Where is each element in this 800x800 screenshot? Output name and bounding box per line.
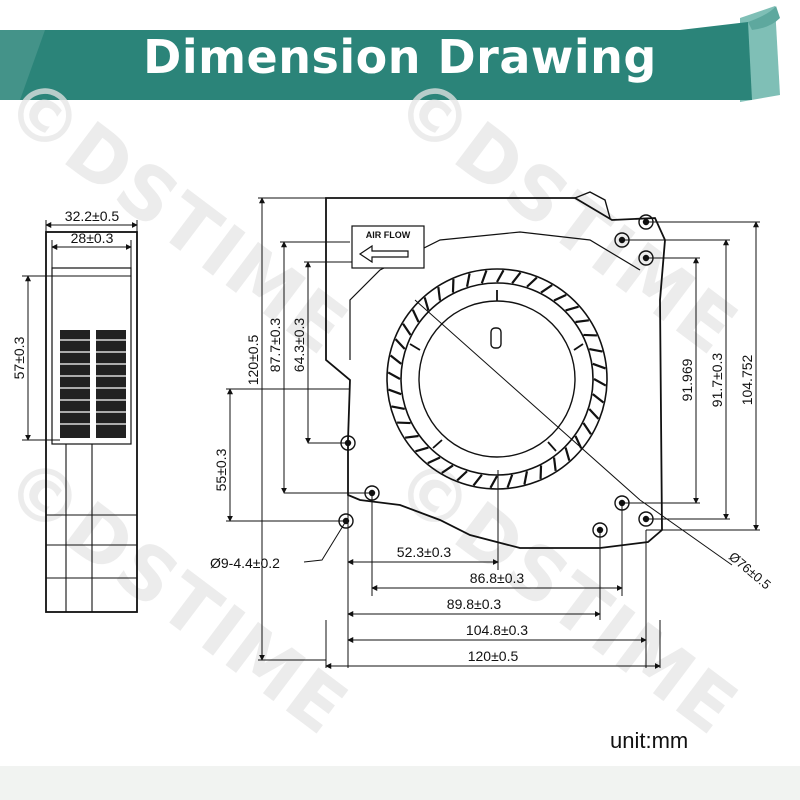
impeller-blade (511, 271, 522, 284)
dim-right-104752: 104.752 (739, 354, 755, 405)
impeller-blade (589, 347, 603, 353)
impeller-blade (415, 446, 429, 453)
dim-width-523: 52.3±0.3 (397, 544, 452, 560)
impeller-blade (480, 270, 488, 284)
dim-body-width: 28±0.3 (71, 230, 114, 246)
impeller-blade (553, 293, 567, 302)
title-banner: Dimension Drawing (0, 0, 800, 110)
side-grille (60, 330, 126, 438)
impeller-blade (472, 474, 483, 487)
impeller-blade (564, 447, 571, 461)
impeller-blade (391, 405, 405, 411)
dim-height-55: 55±0.3 (213, 448, 229, 491)
impeller-blade (552, 457, 557, 472)
impeller-blade (565, 305, 579, 312)
impeller-blade (465, 273, 471, 287)
impeller-blade (523, 471, 529, 485)
impeller-blade (404, 434, 419, 439)
banner-ribbon (0, 6, 780, 102)
dim-width-898: 89.8±0.3 (447, 596, 502, 612)
dim-width-120: 120±0.5 (468, 648, 519, 664)
dim-total-width: 32.2±0.5 (65, 208, 120, 224)
impeller-blade (592, 362, 606, 370)
side-view: 32.2±0.5 28±0.3 57±0.3 (11, 208, 138, 613)
impeller-blade (394, 338, 406, 350)
banner-title: Dimension Drawing (143, 30, 657, 84)
dim-overall-height: 120±0.5 (245, 335, 261, 386)
airflow-arrow-icon (358, 244, 409, 264)
impeller-diameter-line (414, 299, 641, 501)
dim-width-868: 86.8±0.3 (470, 570, 525, 586)
impeller-blade (506, 474, 514, 488)
impeller-blade (582, 422, 592, 435)
impeller (386, 268, 608, 490)
impeller-blade (402, 323, 412, 336)
dim-hole: Ø9-4.4±0.2 (210, 555, 280, 571)
unit-label: unit:mm (610, 728, 689, 753)
impeller-blade (441, 464, 454, 474)
dim-grille-height: 57±0.3 (11, 336, 27, 379)
impeller-blade (592, 393, 605, 404)
impeller-blade (593, 378, 607, 387)
airflow-box (351, 225, 425, 269)
airflow-label: AIR FLOW (366, 230, 411, 240)
impeller-blade (387, 371, 401, 380)
side-lower-grid (46, 444, 137, 612)
dim-impeller: Ø76±0.5 (726, 549, 774, 592)
bottom-band (0, 766, 800, 800)
impeller-blade (411, 309, 420, 323)
dim-right-917: 91.7±0.3 (709, 353, 725, 408)
impeller-blade (456, 470, 468, 482)
impeller-blade (575, 319, 590, 324)
impeller-blade (427, 456, 441, 465)
hub-slot (490, 327, 502, 349)
dim-height-64: 64.3±0.3 (291, 318, 307, 373)
impeller-blade (588, 408, 600, 420)
front-view: AIR FLOW Ø76±0.5 (210, 191, 774, 669)
dim-right-91969: 91.969 (679, 358, 695, 401)
impeller-blade (496, 269, 505, 283)
impeller-blade (526, 276, 538, 288)
impeller-blade (388, 388, 402, 396)
dim-width-1048: 104.8±0.3 (466, 622, 528, 638)
dim-height-87: 87.7±0.3 (267, 318, 283, 373)
impeller-blade (423, 297, 430, 311)
impeller-blade (540, 284, 553, 294)
impeller-blade (437, 286, 442, 301)
impeller-blade (389, 354, 402, 365)
impeller-blade (489, 475, 498, 489)
